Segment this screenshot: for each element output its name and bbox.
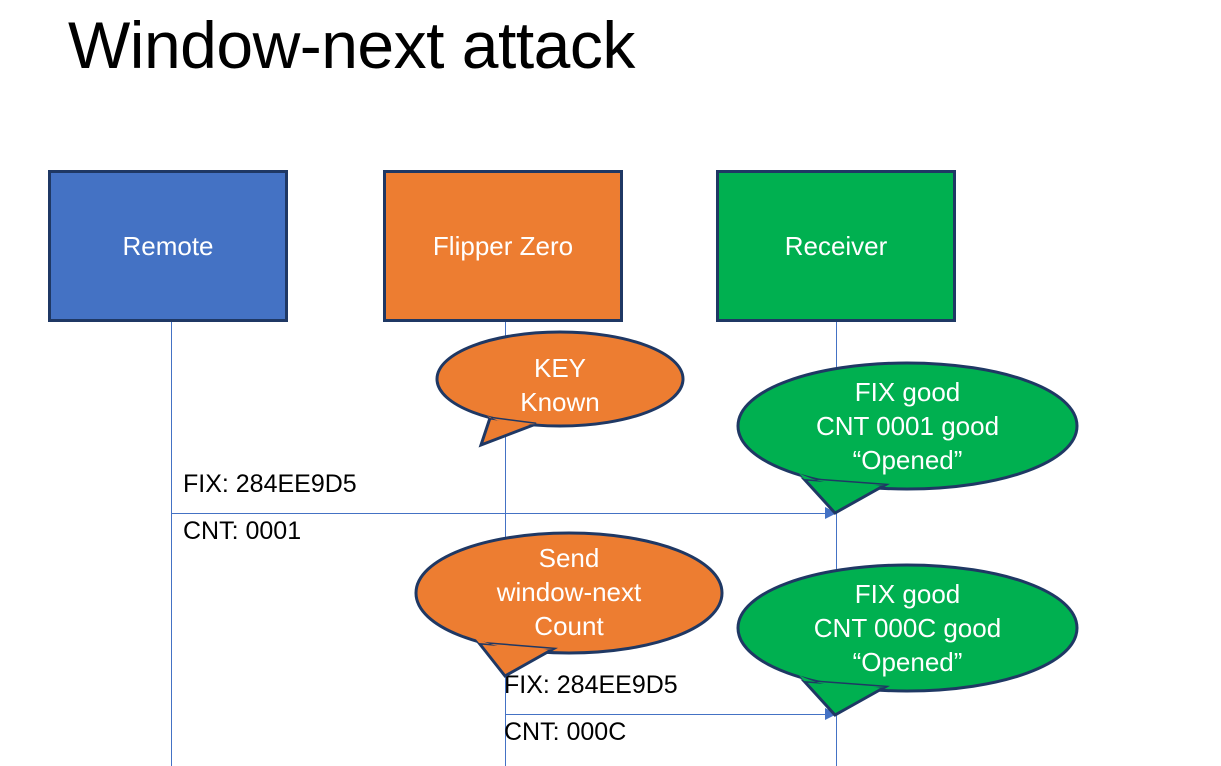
callout-receiver-accept-0001[interactable]: FIX good CNT 0001 good “Opened” — [735, 361, 1080, 516]
lifeline-receiver — [836, 322, 837, 766]
page-title: Window-next attack — [68, 8, 635, 82]
actor-label-receiver: Receiver — [784, 231, 888, 261]
callout-send-window-next-shape — [414, 531, 724, 678]
message-line-2 — [506, 714, 830, 715]
callout-receiver-accept-000c[interactable]: FIX good CNT 000C good “Opened” — [735, 563, 1080, 718]
actor-box-remote[interactable]: Remote — [48, 170, 288, 322]
message-1-fix-label: FIX: 284EE9D5 — [183, 470, 357, 498]
lifeline-remote — [171, 322, 172, 766]
callout-receiver-accept-0001-shape — [736, 361, 1079, 515]
actor-label-remote: Remote — [122, 231, 214, 261]
message-1-cnt-label: CNT: 0001 — [183, 517, 302, 545]
message-line-1 — [172, 513, 830, 514]
actor-box-receiver[interactable]: Receiver — [716, 170, 956, 322]
callout-send-window-next[interactable]: Send window-next Count — [413, 531, 725, 679]
callout-receiver-accept-000c-shape — [736, 563, 1079, 717]
message-2-cnt-label: CNT: 000C — [504, 718, 627, 746]
actor-label-flipper-zero: Flipper Zero — [432, 231, 574, 261]
actor-box-flipper-zero[interactable]: Flipper Zero — [383, 170, 623, 322]
callout-key-known[interactable]: KEY Known — [435, 330, 685, 448]
message-2-fix-label: FIX: 284EE9D5 — [504, 671, 678, 699]
callout-key-known-shape — [435, 330, 685, 448]
